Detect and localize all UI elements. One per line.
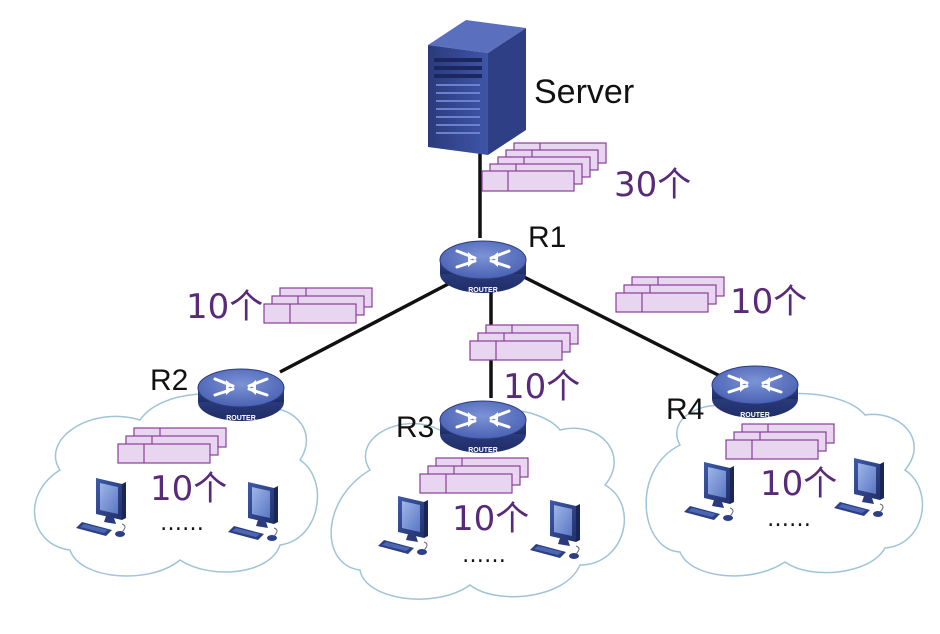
- count-server-r1: 30个: [614, 165, 691, 205]
- packets-lan-r4: [725, 423, 835, 460]
- router-r2-label: R2: [150, 364, 188, 397]
- router-r3-badge: ROUTER: [468, 447, 498, 454]
- server-icon: [428, 20, 526, 155]
- router-r4-label: R4: [666, 393, 704, 426]
- router-r2-badge: ROUTER: [226, 415, 256, 422]
- router-r1-label: R1: [528, 221, 566, 254]
- router-r3-icon: ROUTER: [438, 399, 528, 455]
- packets-lan-r2: [117, 427, 227, 464]
- router-r1-badge: ROUTER: [468, 287, 498, 294]
- router-r1-icon: ROUTER: [438, 239, 528, 295]
- count-r1-r3: 10个: [503, 367, 580, 407]
- link-r1-r2: [279, 281, 451, 374]
- link-r1-r4: [519, 273, 721, 378]
- links: [279, 145, 721, 398]
- count-lan-r2: 10个: [150, 469, 227, 509]
- ellipsis-lan-r4: ……: [767, 507, 811, 532]
- count-lan-r4: 10个: [760, 464, 837, 504]
- ellipsis-lan-r2: ……: [160, 511, 204, 536]
- count-r1-r4: 10个: [730, 282, 807, 322]
- packets-r1-r2: [263, 287, 373, 324]
- count-r1-r2: 10个: [186, 287, 263, 327]
- router-r2-icon: ROUTER: [196, 367, 286, 423]
- count-lan-r3: 10个: [452, 499, 529, 539]
- server-label: Server: [534, 73, 634, 111]
- packets-r1-r4: [615, 276, 725, 313]
- router-r4-badge: ROUTER: [740, 412, 770, 419]
- packets-lan-r3: [419, 457, 529, 494]
- ellipsis-lan-r3: ……: [462, 543, 506, 568]
- router-r3-label: R3: [396, 411, 434, 444]
- packets-server-r1: [481, 142, 607, 192]
- router-r4-icon: ROUTER: [710, 364, 800, 420]
- packets-r1-r3: [469, 324, 579, 361]
